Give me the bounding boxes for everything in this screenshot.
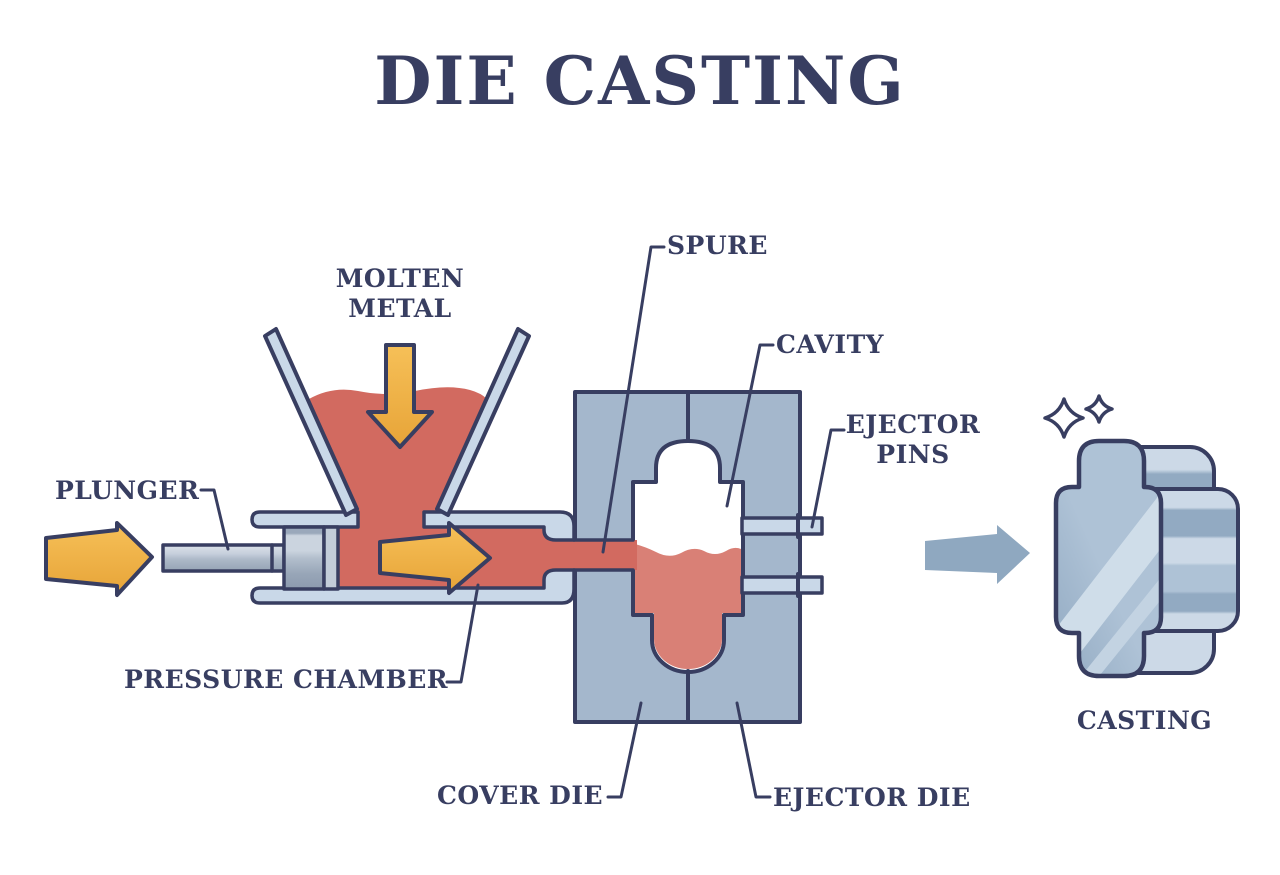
page-title: DIE CASTING bbox=[374, 42, 906, 120]
plunger-force-arrow bbox=[44, 521, 154, 597]
label-molten-metal: MOLTEN METAL bbox=[335, 264, 465, 323]
leader-ejector-pins bbox=[810, 428, 846, 529]
leader-pressure-chamber bbox=[445, 583, 480, 684]
label-ejector-die: EJECTOR DIE bbox=[773, 783, 971, 812]
label-pressure-chamber: PRESSURE CHAMBER bbox=[124, 665, 449, 694]
funnel-walls bbox=[263, 327, 531, 517]
ejector-pins bbox=[740, 513, 824, 598]
molten-pool bbox=[635, 544, 741, 669]
leader-spure bbox=[601, 245, 666, 554]
injection-arrow bbox=[378, 521, 492, 595]
molten-pour-arrow bbox=[366, 343, 434, 449]
pressure-chamber-walls bbox=[250, 510, 576, 605]
leader-cover-die bbox=[606, 701, 643, 799]
label-plunger: PLUNGER bbox=[55, 476, 200, 505]
flow-arrows bbox=[44, 343, 492, 597]
leader-plunger bbox=[199, 488, 230, 551]
label-cover-die: COVER DIE bbox=[437, 781, 604, 810]
label-casting: CASTING bbox=[1076, 706, 1213, 735]
leader-cavity bbox=[725, 343, 775, 508]
label-spure: SPURE bbox=[667, 231, 768, 260]
plunger-assembly bbox=[161, 525, 340, 591]
casting-part bbox=[1053, 438, 1240, 679]
leader-lines bbox=[199, 245, 846, 799]
sparkle-icons bbox=[1043, 394, 1114, 439]
label-cavity: CAVITY bbox=[776, 330, 885, 359]
output-arrow bbox=[925, 525, 1030, 584]
leader-ejector-die bbox=[735, 701, 772, 799]
label-ejector-pins: EJECTOR PINS bbox=[845, 410, 981, 469]
